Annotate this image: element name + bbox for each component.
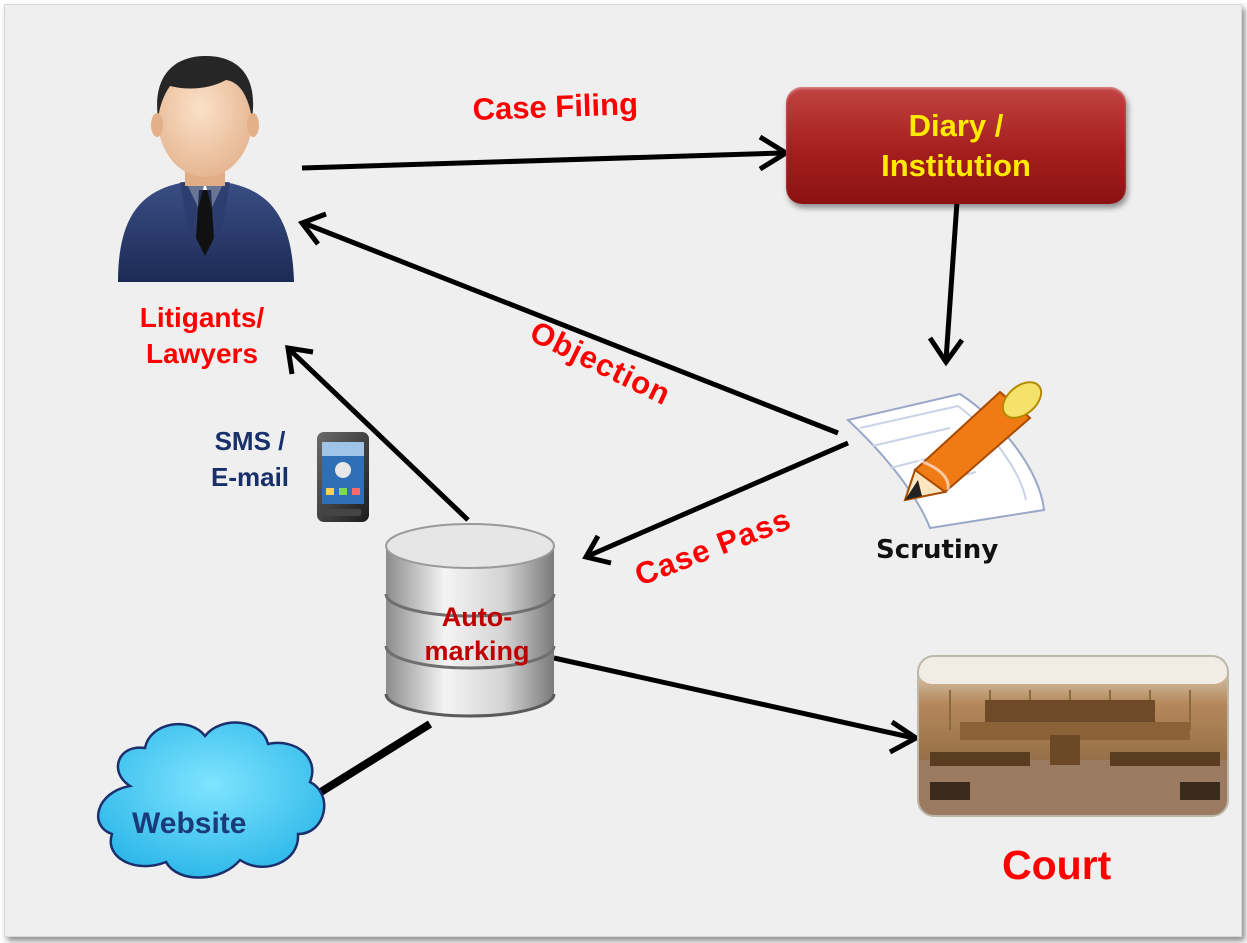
node-label-scrutiny: Scrutiny (876, 535, 999, 565)
courtroom-photo (917, 655, 1229, 817)
smartphone-icon (317, 432, 369, 522)
edge-objection-arrow (297, 211, 839, 436)
node-label-auto-marking: Auto- marking (424, 602, 530, 666)
website-cloud-icon (96, 721, 326, 879)
edge-label-case-filing: Case Filing (472, 86, 639, 127)
diary-institution-box: Diary / Institution (786, 87, 1126, 204)
edge-db-to-court-arrow (553, 655, 921, 755)
node-label-sms-email: SMS / E-mail (210, 426, 290, 492)
diary-institution-label: Diary / Institution (881, 107, 1031, 183)
node-label-website: Website (132, 807, 247, 840)
document-pen-icon (845, 381, 1046, 530)
edge-case-filing-arrow (301, 134, 791, 172)
node-label-litigants: Litigants/ Lawyers (139, 302, 265, 369)
edge-db-website-link (305, 720, 433, 804)
edge-case-pass-arrow (582, 440, 849, 566)
database-cylinder-icon (384, 523, 556, 718)
edge-db-to-litigants-arrow (285, 344, 470, 522)
businessman-icon (118, 55, 294, 282)
node-label-court: Court (1002, 842, 1112, 888)
edge-diary-to-scrutiny-arrow (927, 201, 965, 367)
